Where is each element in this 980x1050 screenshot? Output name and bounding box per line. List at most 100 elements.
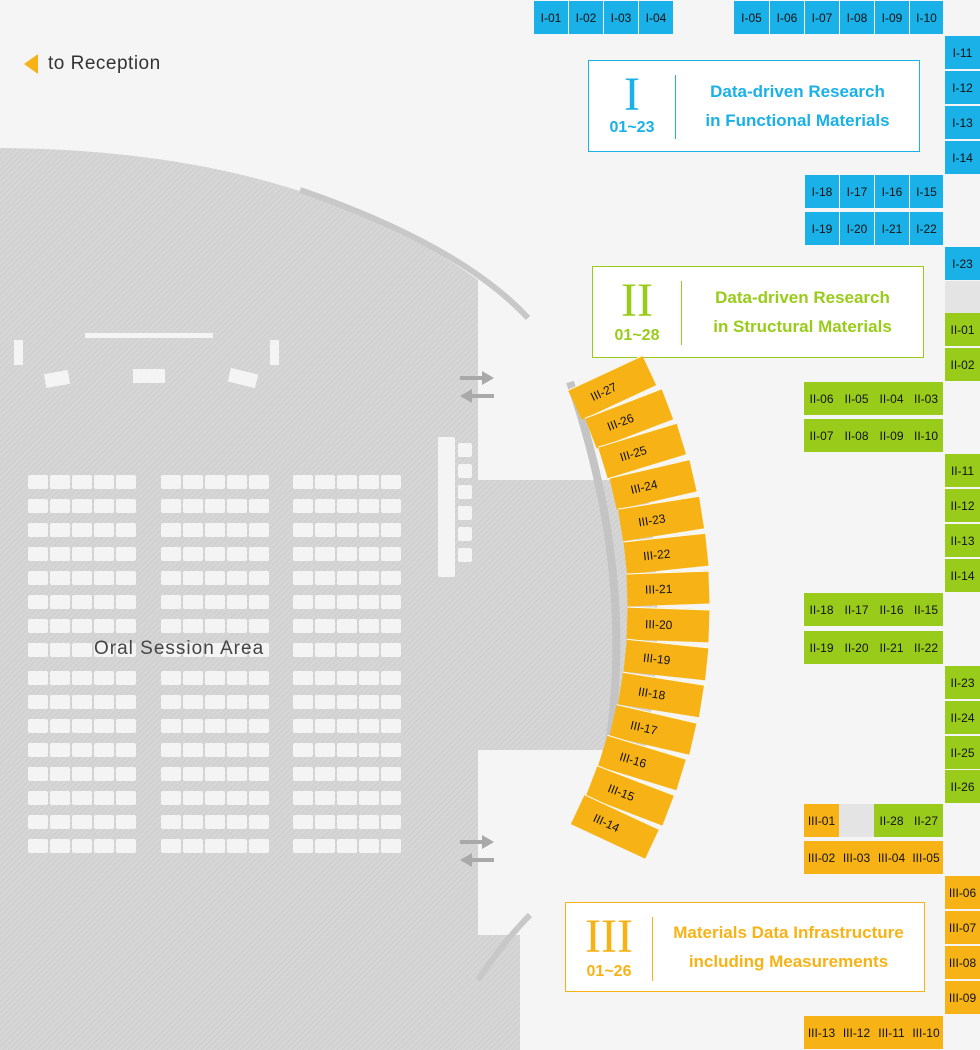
booth-II-08[interactable]: II-08 <box>839 419 874 452</box>
booth-I-16[interactable]: I-16 <box>875 175 909 208</box>
booth-II-25[interactable]: II-25 <box>945 736 980 769</box>
booth-III-21[interactable]: III-21 <box>626 570 710 607</box>
booth-II-28[interactable]: II-28 <box>874 804 909 837</box>
booth-II-11[interactable]: II-11 <box>945 454 980 487</box>
seat <box>183 719 203 733</box>
seat <box>94 695 114 709</box>
seat <box>72 571 92 585</box>
seat <box>249 499 269 513</box>
booth-II-07[interactable]: II-07 <box>804 419 839 452</box>
seat <box>28 643 48 657</box>
stage-bar <box>85 333 213 338</box>
booth-I-06[interactable]: I-06 <box>770 1 804 34</box>
booth-II-03[interactable]: II-03 <box>909 382 943 415</box>
booth-II-15[interactable]: II-15 <box>909 593 943 626</box>
booth-I-23[interactable]: I-23 <box>945 247 980 280</box>
booth-III-08[interactable]: III-08 <box>945 946 980 979</box>
booth-II-14[interactable]: II-14 <box>945 559 980 592</box>
booth-III-03[interactable]: III-03 <box>839 841 874 874</box>
booth-III-06[interactable]: III-06 <box>945 876 980 909</box>
seat <box>337 499 357 513</box>
booth-III-11[interactable]: III-11 <box>874 1016 909 1049</box>
seat <box>293 839 313 853</box>
booth-II-27[interactable]: II-27 <box>909 804 943 837</box>
booth-III-20-label: III-20 <box>644 617 673 633</box>
reception-link[interactable]: to Reception <box>24 53 161 75</box>
booth-I-08[interactable]: I-08 <box>840 1 874 34</box>
booth-I-15[interactable]: I-15 <box>910 175 943 208</box>
group-3-title-line1: Materials Data Infrastructure <box>673 923 904 942</box>
booth-I-04[interactable]: I-04 <box>639 1 673 34</box>
seat <box>183 523 203 537</box>
booth-II-05[interactable]: II-05 <box>839 382 874 415</box>
booth-I-05[interactable]: I-05 <box>734 1 769 34</box>
seat <box>116 815 136 829</box>
seat <box>28 595 48 609</box>
seat <box>227 523 247 537</box>
booth-III-07[interactable]: III-07 <box>945 911 980 944</box>
booth-II-20[interactable]: II-20 <box>839 631 874 664</box>
booth-III-01[interactable]: III-01 <box>804 804 839 837</box>
booth-III-20[interactable]: III-20 <box>626 606 710 643</box>
seat <box>359 695 379 709</box>
booth-I-02[interactable]: I-02 <box>569 1 603 34</box>
group-3-divider <box>652 917 653 981</box>
group-3-title-line2: including Measurements <box>688 952 889 971</box>
booth-III-10[interactable]: III-10 <box>909 1016 943 1049</box>
booth-II-17[interactable]: II-17 <box>839 593 874 626</box>
booth-II-01[interactable]: II-01 <box>945 313 980 346</box>
seat <box>205 671 225 685</box>
seat <box>161 719 181 733</box>
booth-III-12[interactable]: III-12 <box>839 1016 874 1049</box>
booth-II-24[interactable]: II-24 <box>945 701 980 734</box>
booth-I-20[interactable]: I-20 <box>840 212 874 245</box>
booth-I-01[interactable]: I-01 <box>534 1 568 34</box>
booth-I-10[interactable]: I-10 <box>910 1 943 34</box>
booth-I-14[interactable]: I-14 <box>945 141 980 174</box>
booth-I-21[interactable]: I-21 <box>875 212 909 245</box>
seat <box>249 475 269 489</box>
booth-I-11[interactable]: I-11 <box>945 36 980 69</box>
booth-II-21[interactable]: II-21 <box>874 631 909 664</box>
booth-III-04[interactable]: III-04 <box>874 841 909 874</box>
booth-II-18[interactable]: II-18 <box>804 593 839 626</box>
booth-I-17[interactable]: I-17 <box>840 175 874 208</box>
seat <box>315 595 335 609</box>
seat <box>205 475 225 489</box>
booth-I-18[interactable]: I-18 <box>805 175 839 208</box>
seat <box>315 643 335 657</box>
booth-II-22[interactable]: II-22 <box>909 631 943 664</box>
booth-III-05[interactable]: III-05 <box>909 841 943 874</box>
booth-II-16[interactable]: II-16 <box>874 593 909 626</box>
booth-III-13[interactable]: III-13 <box>804 1016 839 1049</box>
booth-II-04[interactable]: II-04 <box>874 382 909 415</box>
seat <box>116 475 136 489</box>
booth-III-02[interactable]: III-02 <box>804 841 839 874</box>
seat <box>28 571 48 585</box>
booth-II-12[interactable]: II-12 <box>945 489 980 522</box>
seat <box>381 839 401 853</box>
booth-II-09[interactable]: II-09 <box>874 419 909 452</box>
booth-III-09[interactable]: III-09 <box>945 981 980 1014</box>
seat <box>249 695 269 709</box>
booth-I-19[interactable]: I-19 <box>805 212 839 245</box>
booth-I-22[interactable]: I-22 <box>910 212 943 245</box>
booth-II-23[interactable]: II-23 <box>945 666 980 699</box>
booth-II-26[interactable]: II-26 <box>945 770 980 803</box>
booth-I-07[interactable]: I-07 <box>805 1 839 34</box>
booth-I-13[interactable]: I-13 <box>945 106 980 139</box>
seat <box>249 619 269 633</box>
seat <box>50 743 70 757</box>
booth-I-12[interactable]: I-12 <box>945 71 980 104</box>
booth-I-03[interactable]: I-03 <box>604 1 638 34</box>
booth-II-06[interactable]: II-06 <box>804 382 839 415</box>
group-1-legend: I 01~23 Data-driven Research in Function… <box>588 60 920 152</box>
booth-II-02[interactable]: II-02 <box>945 348 980 381</box>
booth-I-09[interactable]: I-09 <box>875 1 909 34</box>
side-seating <box>458 443 472 562</box>
booth-II-13[interactable]: II-13 <box>945 524 980 557</box>
booth-II-10[interactable]: II-10 <box>909 419 943 452</box>
seat <box>381 791 401 805</box>
seat <box>293 671 313 685</box>
booth-II-19[interactable]: II-19 <box>804 631 839 664</box>
